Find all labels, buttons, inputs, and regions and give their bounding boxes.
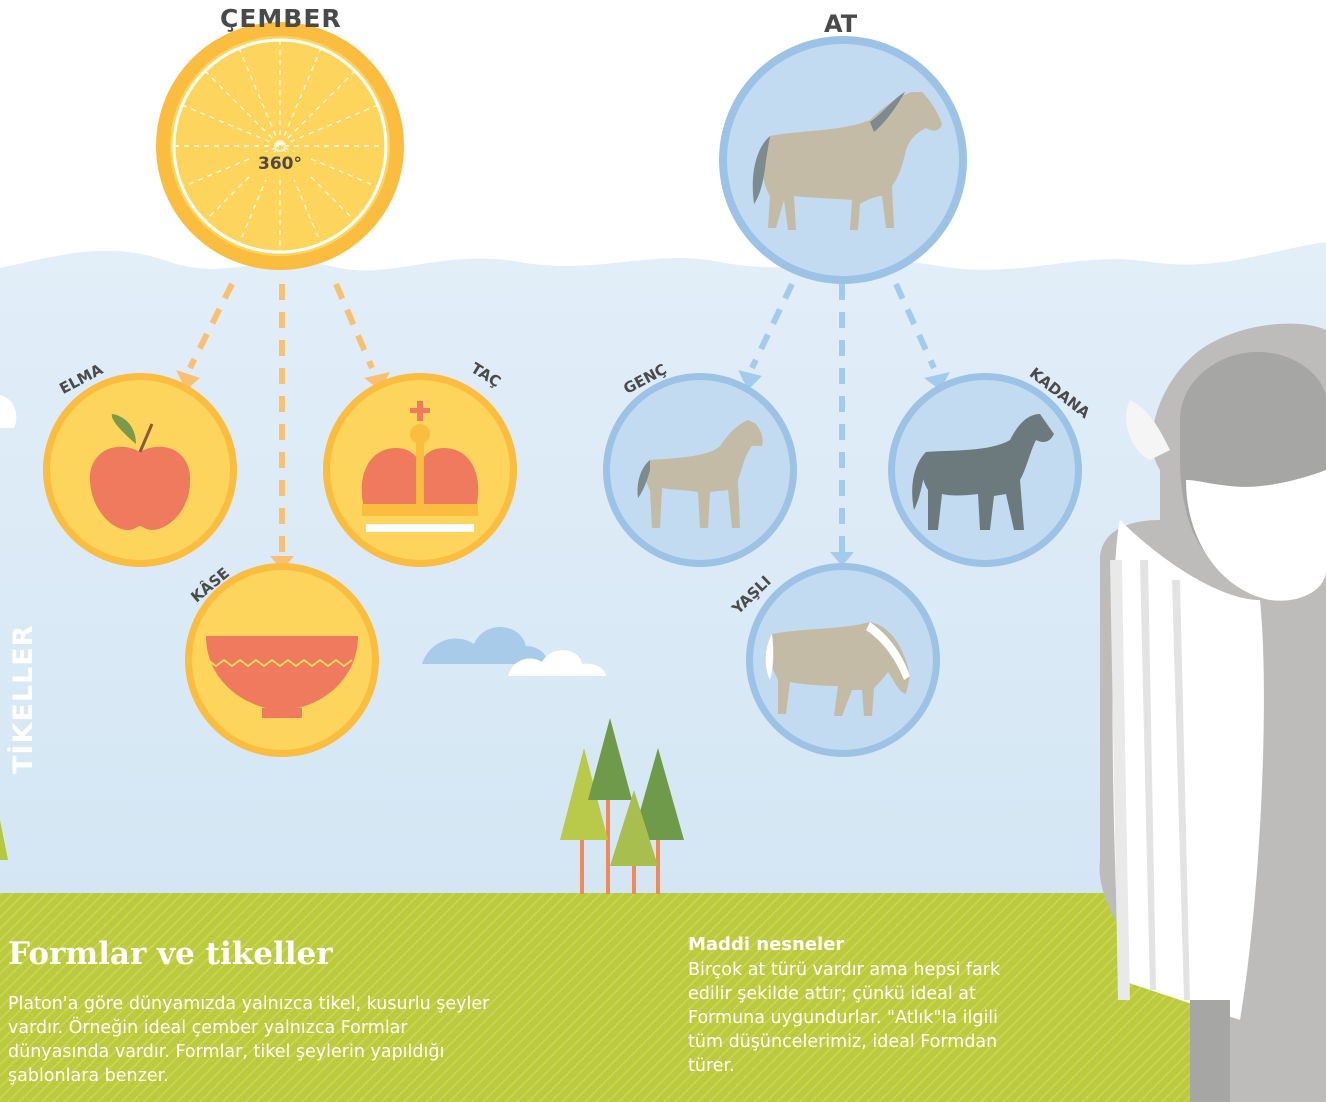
section-title: Formlar ve tikeller	[8, 936, 333, 972]
bowl-particular	[185, 563, 379, 757]
grass-field	[0, 893, 1326, 1102]
right-line: tüm düşüncelerimiz, ideal Formdan	[688, 1032, 998, 1052]
horse-form-label: AT	[824, 10, 858, 38]
blue-arrows	[749, 282, 937, 552]
crown-particular	[323, 373, 517, 567]
horse-silhouette	[762, 92, 942, 230]
left-line: şablonlara benzer.	[8, 1066, 169, 1086]
orange-arrows	[187, 282, 375, 556]
left-line: Platon'a göre dünyamızda yalnızca tikel,…	[8, 994, 490, 1014]
circle-degree-label: 360°	[258, 154, 302, 174]
right-line: Birçok at türü vardır ama hepsi fark	[688, 960, 1001, 980]
left-paragraph: Platon'a göre dünyamızda yalnızca tikel,…	[8, 992, 628, 1088]
right-paragraph: Birçok at türü vardır ama hepsi fark edi…	[688, 958, 1088, 1078]
left-line: vardır. Örneğin ideal çember yalnızca Fo…	[8, 1018, 408, 1038]
trees	[560, 718, 684, 894]
cloud	[422, 626, 606, 676]
right-line: türer.	[688, 1056, 735, 1076]
forms-side-label: FORMLAR	[8, 59, 39, 214]
mare-particular	[888, 373, 1082, 567]
particulars-side-label: TİKELLER	[8, 624, 39, 774]
right-line: Formuna uygundurlar. "Atlık"la ilgili	[688, 1008, 999, 1028]
old-horse-particular	[746, 563, 940, 757]
right-heading: Maddi nesneler	[688, 934, 845, 955]
apple-particular	[43, 373, 237, 567]
right-line: edilir şekilde attır; çünkü ideal at	[688, 984, 976, 1004]
young-horse-particular	[603, 373, 797, 567]
circle-form-label: ÇEMBER	[220, 4, 342, 33]
horse-form	[719, 36, 967, 284]
plato-figure	[1099, 323, 1326, 1102]
circle-form	[156, 22, 404, 270]
left-line: dünyasında vardır. Formlar, tikel şeyler…	[8, 1042, 445, 1062]
